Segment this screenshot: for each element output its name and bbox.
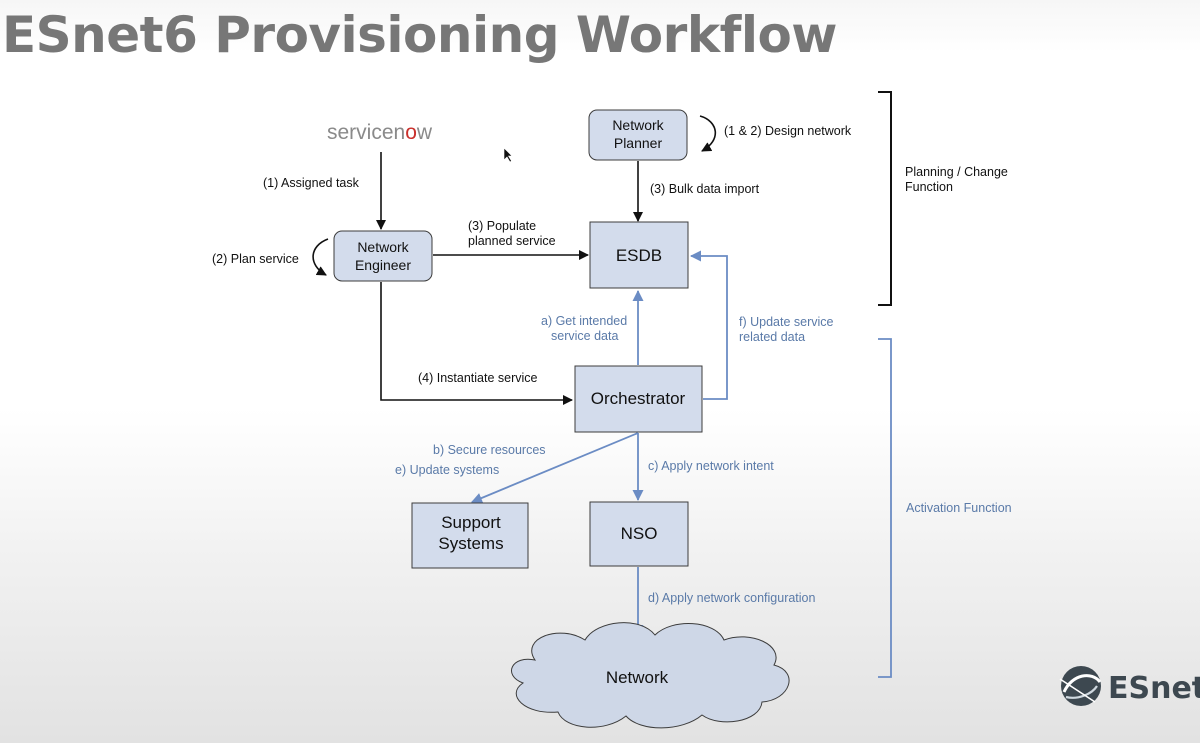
apply-config-label: d) Apply network configuration [648,591,816,605]
esnet-logo-text: ESnet [1108,671,1200,706]
design-network-arrow [699,115,717,152]
nso-node: NSO [589,501,689,567]
update-service-arrow [690,250,728,400]
svg-text:servicenow: servicenow [327,121,433,144]
activation-bracket [878,338,892,678]
apply-intent-label: c) Apply network intent [648,459,774,473]
planning-label-line2: Function [905,180,953,194]
slide-title: ESnet6 Provisioning Workflow [2,6,838,64]
mouse-cursor-icon [503,147,513,163]
network-planner-label-line1: Network [612,117,664,133]
plan-service-arrow [312,238,329,276]
update-systems-label: e) Update systems [395,463,499,477]
servicenow-logo: servicenow [327,121,433,144]
orchestrator-node: Orchestrator [574,365,703,433]
update-service-label-line2: related data [739,330,805,344]
esdb-node: ESDB [589,221,689,289]
support-systems-node: Support Systems [411,502,529,569]
network-label: Network [606,668,669,687]
network-engineer-node: Network Engineer [333,230,433,282]
secure-resources-label: b) Secure resources [433,443,546,457]
plan-service-label: (2) Plan service [212,252,299,266]
network-cloud: Network [511,622,790,729]
populate-label-line1: (3) Populate [468,219,536,233]
instantiate-label: (4) Instantiate service [418,371,538,385]
support-systems-label-line2: Systems [438,534,503,553]
get-intended-label-line2: service data [551,329,618,343]
populate-label-line2: planned service [468,234,556,248]
secure-resources-arrow [471,432,639,504]
design-network-label: (1 & 2) Design network [724,124,852,138]
planning-bracket [878,91,892,306]
instantiate-arrow [380,282,573,405]
planning-label-line1: Planning / Change [905,165,1008,179]
esdb-label: ESDB [616,246,662,265]
network-planner-node: Network Planner [588,109,688,161]
network-planner-label-line2: Planner [614,135,663,151]
activation-label: Activation Function [906,501,1012,515]
orchestrator-label: Orchestrator [591,389,686,408]
support-systems-label-line1: Support [441,513,501,532]
get-intended-label-line1: a) Get intended [541,314,627,328]
nso-label: NSO [621,524,658,543]
network-engineer-label-line1: Network [357,239,409,255]
update-service-label-line1: f) Update service [739,315,834,329]
assigned-task-label: (1) Assigned task [263,176,360,190]
network-engineer-label-line2: Engineer [355,257,411,273]
esnet-logo: ESnet [1059,666,1200,706]
bulk-import-label: (3) Bulk data import [650,182,760,196]
